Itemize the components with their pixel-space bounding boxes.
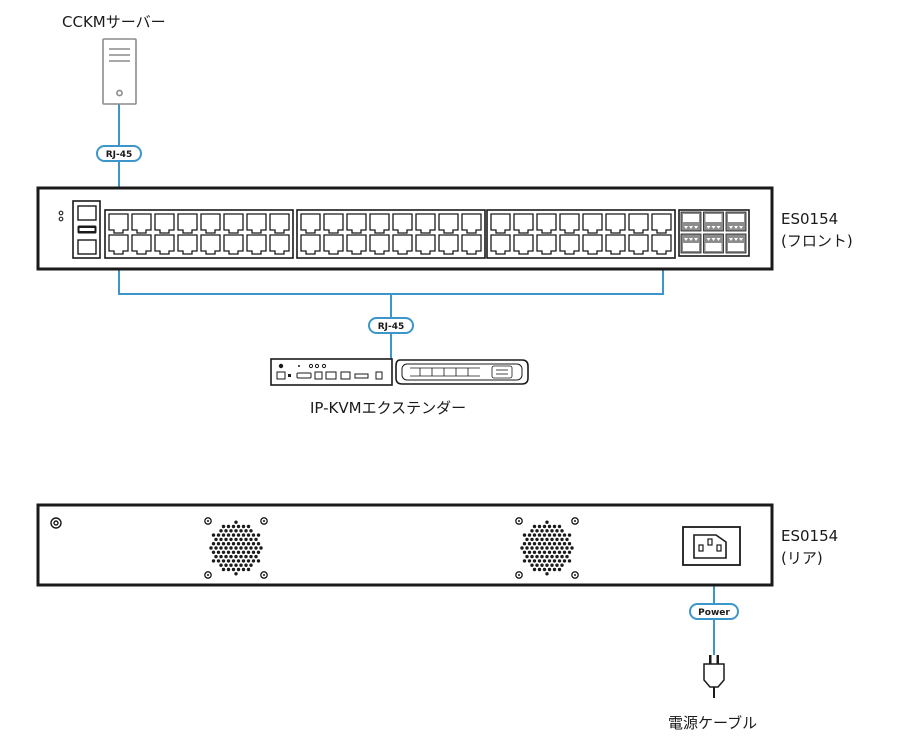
lan-port-icon <box>77 239 97 255</box>
rj45-port-icon <box>369 213 390 234</box>
sfp-cage-icon <box>703 211 724 232</box>
rj45-port-icon <box>108 213 129 234</box>
rj45-port-icon <box>246 234 267 255</box>
rj45-port-icon <box>346 213 367 234</box>
rj45-port-icon <box>415 234 436 255</box>
rj45-tag-server: RJ-45 <box>96 145 142 162</box>
ip-kvm-extender-icon <box>270 358 529 386</box>
rj45-port-icon <box>369 234 390 255</box>
rj45-port-icon <box>346 234 367 255</box>
rj45-port-icon <box>513 213 534 234</box>
rj45-port-icon <box>513 234 534 255</box>
rj45-port-icon <box>223 234 244 255</box>
rj45-port-icon <box>108 234 129 255</box>
usb-port-icon <box>79 228 95 231</box>
sfp-cage-icon <box>680 233 702 254</box>
sfp-cage-icon <box>725 233 747 254</box>
rj45-port-icon <box>461 234 482 255</box>
rj45-port-icon <box>651 234 672 255</box>
power-tag: Power <box>689 603 739 620</box>
rj45-port-icon <box>223 213 244 234</box>
rj45-port-icon <box>559 213 580 234</box>
rj45-port-icon <box>154 213 175 234</box>
port-group-3 <box>486 209 676 259</box>
sfp-cage-icon <box>703 233 724 254</box>
rj45-port-icon <box>415 213 436 234</box>
rj45-port-icon <box>651 213 672 234</box>
rj45-port-icon <box>536 234 557 255</box>
rj45-port-icon <box>628 213 649 234</box>
rj45-port-icon <box>300 213 321 234</box>
extender-label: IP-KVMエクステンダー <box>310 399 466 417</box>
rj45-port-icon <box>323 234 344 255</box>
rj45-port-icon <box>323 213 344 234</box>
rj45-port-icon <box>582 213 603 234</box>
rj45-port-icon <box>392 234 413 255</box>
rj45-port-icon <box>628 234 649 255</box>
port-group-1 <box>104 209 294 259</box>
rj45-port-icon <box>461 213 482 234</box>
rj45-port-groups <box>104 209 676 259</box>
rj45-port-icon <box>154 234 175 255</box>
front-model-label: ES0154 <box>781 210 838 228</box>
rj45-port-icon <box>605 234 626 255</box>
rj45-port-icon <box>200 234 221 255</box>
rj45-port-icon <box>392 213 413 234</box>
rj45-tag-extender: RJ-45 <box>368 317 414 334</box>
rj45-port-icon <box>131 213 152 234</box>
console-port-block <box>72 200 101 259</box>
rj45-port-icon <box>582 234 603 255</box>
rj45-port-icon <box>200 213 221 234</box>
rj45-port-icon <box>490 213 511 234</box>
rear-model-label: ES0154 <box>781 527 838 545</box>
ground-screw-icon <box>50 517 62 529</box>
power-inlet-icon <box>682 526 741 566</box>
rj45-port-icon <box>131 234 152 255</box>
power-cable-label: 電源ケーブル <box>668 714 757 732</box>
svg-text:RJ-45: RJ-45 <box>106 150 133 160</box>
lan-port-icon <box>77 205 97 221</box>
rj45-port-icon <box>605 213 626 234</box>
rear-chassis <box>36 503 774 587</box>
server-tower-icon <box>102 38 137 105</box>
fan-vent-icon <box>204 517 268 579</box>
rj45-port-icon <box>269 213 290 234</box>
power-plug-icon <box>703 655 725 698</box>
front-side-label: (フロント) <box>781 232 853 250</box>
sfp-cage-icon <box>680 211 702 232</box>
status-led-icon <box>58 210 64 222</box>
sfp-port-block <box>678 209 750 257</box>
rj45-port-icon <box>536 213 557 234</box>
rear-side-label: (リア) <box>781 549 823 567</box>
rj45-port-icon <box>438 213 459 234</box>
rj45-port-icon <box>177 234 198 255</box>
svg-text:Power: Power <box>698 608 730 618</box>
fan-vent-icon <box>515 517 579 579</box>
rj45-port-icon <box>438 234 459 255</box>
server-label: CCKMサーバー <box>62 13 166 31</box>
rj45-port-icon <box>300 234 321 255</box>
rj45-port-icon <box>246 213 267 234</box>
front-chassis <box>36 186 774 271</box>
svg-text:RJ-45: RJ-45 <box>378 322 405 332</box>
port-group-2 <box>296 209 486 259</box>
rj45-port-icon <box>559 234 580 255</box>
sfp-cage-icon <box>725 211 747 232</box>
rj45-port-icon <box>269 234 290 255</box>
rj45-port-icon <box>177 213 198 234</box>
rj45-port-icon <box>490 234 511 255</box>
